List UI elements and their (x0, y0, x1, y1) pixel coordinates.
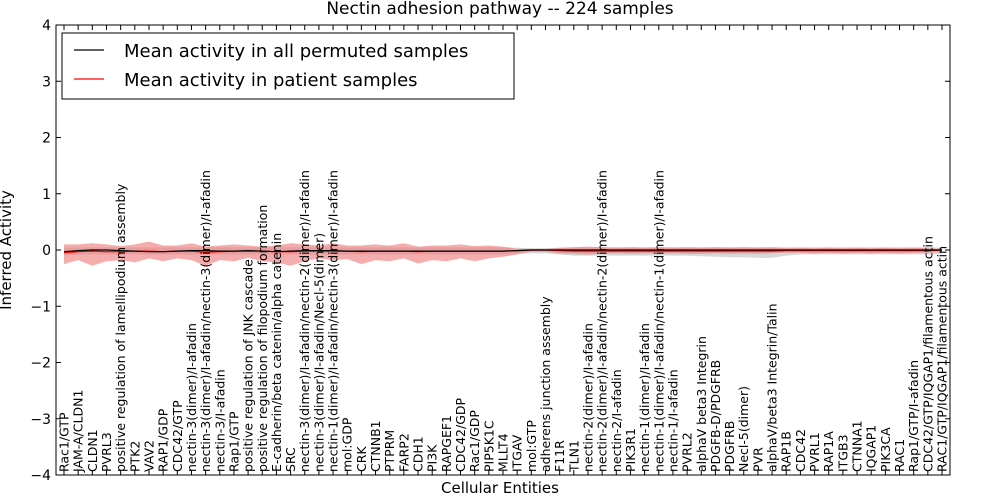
y-tick-label: −4 (30, 468, 51, 484)
y-tick-label: −3 (30, 412, 51, 428)
x-tick-label: E-cadherin/beta catenin/alpha catenin (269, 233, 284, 472)
legend-label-patient: Mean activity in patient samples (124, 70, 418, 91)
x-tick-label: nectin-2/I-afadin (609, 369, 624, 472)
x-tick-label: ITGB3 (835, 434, 850, 472)
legend-label-permuted: Mean activity in all permuted samples (124, 41, 468, 62)
x-tick-label: alphaV beta3 Integrin (694, 336, 709, 472)
x-tick-label: PIK3R1 (623, 428, 638, 472)
x-tick-label: nectin-3/I-afadin (212, 369, 227, 472)
x-tick-label: PVRL2 (680, 432, 695, 472)
x-tick-label: mol:GDP (340, 417, 355, 472)
x-tick-label: nectin-3(dimer)/I-afadin/nectin-2(dimer)… (297, 170, 312, 472)
x-tick-label: Necl-5(dimer) (736, 386, 751, 472)
x-tick-label: alphaV/beta3 Integrin/Talin (765, 304, 780, 473)
x-tick-label: CDH1 (411, 436, 426, 472)
x-tick-label: RAP1A (821, 431, 836, 472)
x-tick-label: ITGAV (510, 434, 525, 472)
x-tick-label: RAC1 (892, 439, 907, 472)
x-tick-label: RAP1B (779, 431, 794, 472)
band-patient (64, 241, 942, 266)
x-tick-label: PIK3CA (878, 427, 893, 472)
x-tick-label: Rap1/GTP/I-afadin (906, 360, 921, 472)
x-tick-label: CTNNA1 (850, 420, 865, 472)
x-tick-label: nectin-1(dimer)/I-afadin (637, 323, 652, 472)
x-tick-label: Rac1/GTP (57, 412, 72, 472)
x-tick-label: positive regulation of lamellipodium ass… (113, 183, 128, 472)
x-tick-label: positive regulation of JNK cascade (241, 259, 256, 472)
x-tick-label: nectin-1/I-afadin (665, 369, 680, 472)
x-tick-label: nectin-2(dimer)/I-afadin (581, 323, 596, 472)
x-tick-label: adherens junction assembly (538, 296, 553, 472)
legend: Mean activity in all permuted samples Me… (61, 32, 515, 100)
x-tick-label: CRK (354, 446, 369, 472)
x-tick-label: F11R (552, 440, 567, 472)
y-tick-label: 4 (42, 18, 51, 34)
x-tick-label: PVRL1 (807, 432, 822, 472)
x-tick-label: VAV2 (142, 440, 157, 472)
x-tick-label: nectin-3(dimer)/I-afadin (184, 323, 199, 472)
y-tick-label: −2 (30, 356, 51, 372)
x-tick-label: FARP2 (396, 433, 411, 472)
x-tick-label: positive regulation of filopodium format… (255, 205, 270, 472)
x-tick-label: nectin-1(dimer)/I-afadin/nectin-3(dimer)… (326, 170, 341, 472)
y-axis-label: Inferred Activity (0, 190, 15, 310)
x-tick-label: PVRL3 (99, 432, 114, 472)
x-tick-label: PTPRM (382, 430, 397, 472)
x-tick-label: TLN1 (566, 440, 581, 473)
x-tick-label: CDC42/GTP/IQGAP1/filamentous actin (920, 236, 935, 472)
y-axis: −4 −3 −2 −1 0 1 2 3 4 (30, 18, 950, 484)
x-tick-label: nectin-2(dimer)/I-afadin/nectin-2(dimer)… (595, 170, 610, 472)
x-tick-label: Rac1/GDP (467, 410, 482, 472)
x-tick-label: PI3K (425, 444, 440, 472)
x-tick-label: IQGAP1 (864, 425, 879, 472)
y-tick-label: 1 (42, 187, 51, 203)
x-tick-label: PTK2 (127, 441, 142, 472)
x-tick-label: PIP5K1C (481, 420, 496, 472)
x-tick-label: PDGFB-D/PDGFRB (708, 360, 723, 472)
x-tick-label: PDGFRB (722, 421, 737, 472)
x-tick-label: CDC42/GDP (453, 397, 468, 472)
y-tick-label: 3 (42, 74, 51, 90)
legend-box (61, 32, 515, 100)
y-tick-label: 0 (42, 243, 51, 259)
confidence-bands (64, 241, 942, 266)
x-tick-label: nectin-1(dimer)/I-afadin/nectin-1(dimer)… (651, 170, 666, 472)
x-tick-label: CLDN1 (85, 429, 100, 472)
x-tick-label: Rap1/GTP (226, 411, 241, 472)
x-tick-label: SRC (283, 447, 298, 472)
x-tick-label: CDC42 (793, 429, 808, 472)
x-tick-label: MLLT4 (496, 433, 511, 472)
x-tick-label: JAM-A/CLDN1 (71, 390, 86, 473)
x-axis-label: Cellular Entities (441, 479, 559, 497)
x-tick-label: CTNNB1 (368, 420, 383, 472)
x-tick-label: RAP1/GDP (156, 408, 171, 472)
x-tick-label: mol:GTP (524, 420, 539, 472)
line-permuted (63, 249, 942, 253)
x-tick-label: CDC42/GTP (170, 400, 185, 472)
series-lines (63, 249, 943, 254)
x-tick-label: nectin-3(dimer)/I-afadin/Necl-5(dimer) (311, 233, 326, 472)
x-tick-label: RAPGEF1 (439, 415, 454, 472)
y-tick-label: −1 (30, 299, 51, 315)
x-tick-label: nectin-3(dimer)/I-afadin/nectin-3(dimer)… (198, 170, 213, 472)
x-tick-label: RAC1/GTP/IQGAP1/filamentous actin (935, 246, 950, 472)
x-tick-label: PVR (750, 447, 765, 472)
y-tick-label: 2 (42, 131, 51, 147)
chart-title: Nectin adhesion pathway -- 224 samples (326, 0, 673, 19)
